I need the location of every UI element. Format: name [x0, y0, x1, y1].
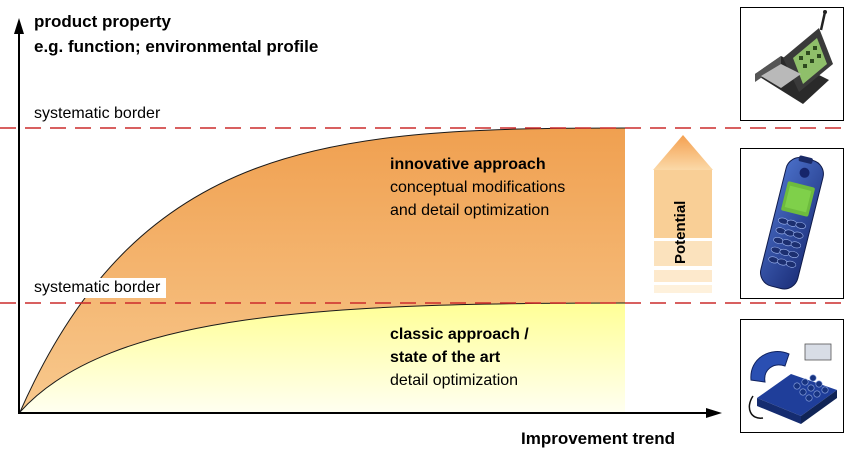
x-axis-arrowhead	[706, 408, 722, 418]
classic-approach-text: classic approach / state of the art deta…	[390, 323, 529, 392]
mobile-phone-icon	[760, 155, 824, 290]
mobile-phone-image	[740, 148, 844, 299]
lower-systematic-border-label: systematic border	[34, 278, 167, 298]
innovative-approach-line1: conceptual modifications	[390, 179, 566, 196]
innovative-approach-line2: and detail optimization	[390, 202, 550, 219]
potential-label: Potential	[672, 200, 689, 264]
classic-approach-line1: detail optimization	[390, 372, 519, 389]
classic-approach-title-line1: classic approach /	[390, 326, 529, 343]
y-axis-arrowhead	[14, 18, 24, 34]
desk-phone-icon	[748, 343, 837, 424]
y-axis-title-line1: product property	[34, 12, 171, 31]
innovative-approach-text: innovative approach conceptual modificat…	[390, 153, 565, 222]
innovative-curve	[19, 127, 626, 413]
desk-telephone-image	[740, 319, 844, 433]
pda-icon	[755, 10, 833, 104]
pda-organizer-image	[740, 7, 844, 121]
y-axis-title-line2: e.g. function; environmental profile	[34, 37, 319, 56]
classic-approach-title-line2: state of the art	[390, 349, 501, 366]
potential-arrow	[653, 135, 713, 293]
upper-systematic-border-label: systematic border	[34, 104, 161, 124]
y-axis-title: product property e.g. function; environm…	[34, 9, 318, 59]
x-axis-title: Improvement trend	[521, 429, 675, 448]
classic-curve-area	[20, 303, 625, 412]
innovative-approach-title: innovative approach	[390, 156, 546, 173]
